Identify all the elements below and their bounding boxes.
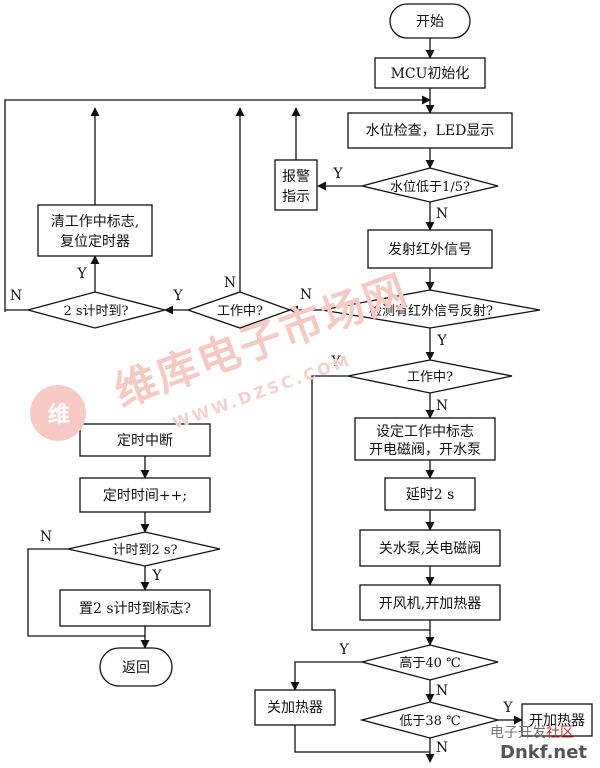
node-isr-check: [67, 531, 221, 567]
label-y-ir-detect: Y: [436, 333, 447, 349]
node-delay: [384, 477, 476, 511]
node-ir-emit: [367, 229, 493, 269]
node-timer-2s: [25, 291, 166, 329]
node-set-flag: [354, 417, 496, 461]
connector-lines: [4, 38, 523, 763]
node-below-38: [359, 701, 501, 739]
node-isr-set-flag: [59, 589, 211, 627]
label-y-alarm: Y: [332, 166, 343, 182]
node-heater-on: [521, 703, 593, 737]
label-y-below-38: Y: [502, 700, 513, 716]
text-heater-off: 关加热器: [267, 700, 323, 716]
text-heater-on: 开加热器: [529, 713, 585, 729]
flowchart-texts: 开始 MCU初始化 水位检查，LED显示 水位低于1/5? 报警 指示 发射红外…: [10, 14, 585, 756]
text-alarm-1: 报警: [282, 169, 310, 185]
text-water-check: 水位检查，LED显示: [366, 123, 495, 139]
text-start: 开始: [416, 14, 444, 30]
text-set-2: 开电磁阀，开水泵: [369, 442, 481, 458]
text-isr-check: 计时到2 s?: [112, 543, 177, 558]
node-fan-heater-on: [359, 584, 501, 621]
node-above-40: [361, 644, 499, 681]
label-n-ir-detect: N: [300, 287, 312, 303]
node-isr-inc: [79, 477, 211, 513]
label-y-above-40: Y: [338, 642, 349, 658]
conn-above-heater-off: [290, 661, 362, 691]
label-y-working-left: Y: [172, 288, 183, 304]
text-isr-inc: 定时时间++;: [103, 488, 187, 504]
text-ir-emit: 发射红外信号: [388, 242, 472, 258]
node-ir-detect: [321, 289, 541, 329]
text-ir-detect: 检测有红外信号反射?: [369, 303, 493, 319]
label-n-isr: N: [40, 529, 52, 545]
node-heater-off: [254, 689, 336, 726]
text-working-left: 工作中?: [217, 304, 263, 319]
node-clear: [37, 204, 153, 257]
label-y-working-center: Y: [330, 354, 341, 370]
text-set-1: 设定工作中标志: [376, 424, 474, 440]
node-isr-start: [79, 423, 211, 457]
node-water-low: [361, 167, 499, 203]
text-timer-2s: 2 s计时到?: [63, 304, 128, 319]
label-n-working-center: N: [436, 398, 448, 414]
conn-heater-off-down: [294, 725, 430, 753]
text-delay: 延时2 s: [406, 487, 455, 503]
text-working-center: 工作中?: [407, 370, 453, 385]
text-isr-set-flag: 置2 s计时到标志?: [79, 601, 191, 617]
text-below-38: 低于38 ℃: [399, 714, 460, 729]
conn-working-y-bypass: [311, 375, 430, 631]
label-n-water-low: N: [436, 206, 448, 222]
text-pump-off: 关水泵,关电磁阀: [379, 541, 481, 557]
conn-isr-check-n: [27, 548, 145, 637]
label-n-above-40: N: [436, 683, 448, 699]
flowchart-shapes: [25, 3, 593, 739]
loop-return-line: [4, 95, 431, 312]
node-isr-return: [99, 647, 173, 687]
text-alarm-2: 指示: [282, 189, 310, 205]
text-water-low: 水位低于1/5?: [390, 180, 470, 195]
label-n-below-38: N: [436, 740, 448, 756]
node-working-left: [186, 291, 292, 329]
node-water-check: [347, 112, 513, 149]
text-isr-start: 定时中断: [117, 433, 173, 449]
label-n-working-left: N: [224, 275, 236, 291]
label-y-isr: Y: [151, 568, 162, 584]
label-n-timer: N: [10, 288, 22, 304]
text-mcu-init: MCU初始化: [391, 65, 470, 82]
node-alarm: [274, 159, 318, 211]
node-working-center: [347, 359, 513, 394]
node-start: [389, 3, 471, 39]
text-fan-heater-on: 开风机,开加热器: [379, 596, 481, 612]
text-isr-return: 返回: [122, 660, 150, 676]
text-above-40: 高于40 ℃: [399, 655, 460, 671]
node-mcu-init: [374, 57, 486, 89]
label-y-timer: Y: [76, 266, 87, 282]
node-pump-off: [359, 529, 501, 567]
text-clear-2: 复位定时器: [60, 233, 130, 250]
text-clear-1: 清工作中标志,: [51, 214, 139, 230]
